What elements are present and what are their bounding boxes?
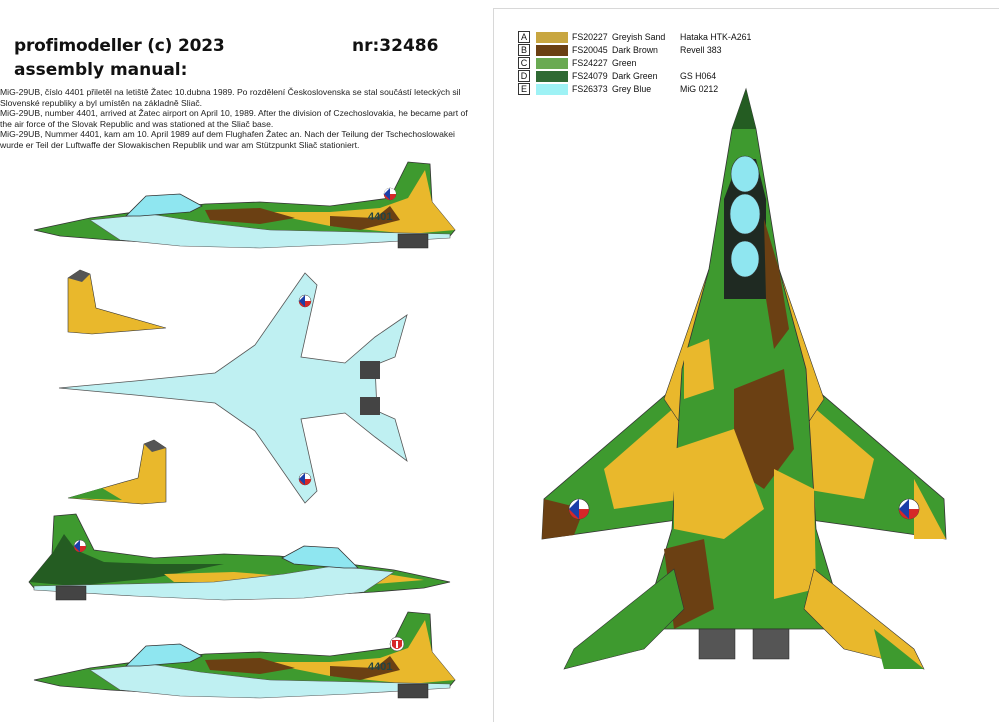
legend-swatch-brown [536,45,568,56]
legend-swatch-green [536,58,568,69]
legend-code-d: FS24079 [572,71,608,81]
legend-code-b: FS20045 [572,45,608,55]
description-text: MiG-29UB, číslo 4401 přiletěl na letiště… [0,87,478,151]
legend-name-a: Greyish Sand [612,32,666,42]
legend-letter-a: A [518,31,530,43]
legend-letter-d: D [518,70,530,82]
brand-title: profimodeller (c) 2023 [14,36,225,56]
legend-ref-e: MiG 0212 [680,84,719,94]
legend-name-b: Dark Brown [612,45,658,55]
tail-number-text: 4401 [368,211,392,223]
legend-ref-a: Hataka HTK-A261 [680,32,752,42]
description-english: MiG-29UB, number 4401, arrived at Žatec … [0,108,468,129]
description-czech: MiG-29UB, číslo 4401 přiletěl na letiště… [0,87,461,108]
legend-name-e: Grey Blue [612,84,652,94]
legend-letter-c: C [518,57,530,69]
legend-name-c: Green [612,58,637,68]
fin-view-top [67,269,167,335]
legend-name-d: Dark Green [612,71,658,81]
legend-code-e: FS26373 [572,84,608,94]
side-view-right-czech [28,513,451,601]
top-plan-view [541,87,947,670]
fin-view-bottom [67,439,167,505]
legend-ref-b: Revell 383 [680,45,722,55]
legend-code-c: FS24227 [572,58,608,68]
side-view-left-czech: 4401 [33,161,456,249]
legend-letter-e: E [518,83,530,95]
underside-plan-view [58,272,408,504]
legend-letter-b: B [518,44,530,56]
catalog-number: nr:32486 [352,36,439,56]
right-panel: A FS20227 Greyish Sand Hataka HTK-A261 B… [493,8,999,722]
legend-swatch-grey-blue [536,84,568,95]
description-german: MiG-29UB, Nummer 4401, kam am 10. April … [0,129,455,150]
left-panel: profimodeller (c) 2023 assembly manual: … [0,0,488,723]
legend-code-a: FS20227 [572,32,608,42]
legend-swatch-sand [536,32,568,43]
legend-swatch-dark-green [536,71,568,82]
brand-subtitle: assembly manual: [14,60,188,80]
legend-ref-d: GS H064 [680,71,717,81]
tail-number-text: 4401 [368,661,392,673]
side-view-left-slovak: 4401 [33,611,456,699]
